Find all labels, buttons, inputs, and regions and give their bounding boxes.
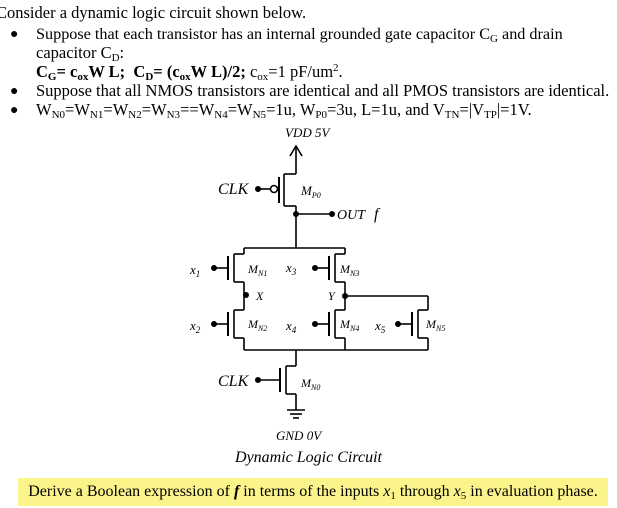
- bullet-1-line-2: capacitor CD:: [36, 43, 125, 64]
- figure-caption: Dynamic Logic Circuit: [235, 449, 382, 466]
- ground-icon: [287, 409, 305, 419]
- transistor-mn1: [211, 248, 245, 283]
- transistor-mn5: [395, 296, 429, 350]
- bullet-marker: ●: [10, 103, 19, 118]
- out-label: OUT: [337, 208, 366, 223]
- node-y-label: Y: [328, 289, 336, 303]
- out-terminal: [329, 211, 335, 217]
- intro-text: Consider a dynamic logic circuit shown b…: [0, 3, 307, 22]
- vdd-arrow-icon: [289, 144, 303, 174]
- transistor-mn2: [211, 309, 244, 339]
- vdd-label: VDD 5V: [285, 125, 331, 140]
- out-node: [293, 211, 299, 217]
- dynamic-logic-circuit: VDD 5V CLK MP0 OUT f x1 MN1: [189, 125, 445, 443]
- bullet-1-line-1: Suppose that each transistor has an inte…: [36, 25, 563, 45]
- transistor-mp0: [255, 173, 296, 207]
- mn2-label: MN2: [247, 317, 267, 333]
- gnd-label: GND 0V: [276, 428, 323, 443]
- transistor-mn3: [312, 248, 346, 283]
- transistor-mn0: [255, 365, 297, 410]
- node-x: [243, 292, 249, 298]
- bullet-2-text: Suppose that all NMOS transistors are id…: [36, 81, 610, 100]
- clk-top-label: CLK: [218, 181, 250, 198]
- input-x5-label: x5: [374, 318, 386, 335]
- bullet-marker: ●: [10, 84, 19, 99]
- input-x3-label: x3: [285, 260, 297, 277]
- mn4-label: MN4: [339, 317, 359, 333]
- mn0-label: MN0: [300, 376, 320, 392]
- node-x-label: X: [255, 289, 264, 303]
- mn3-label: MN3: [339, 262, 359, 278]
- clk-bottom-label: CLK: [218, 373, 250, 390]
- bullet-marker: ●: [10, 27, 19, 42]
- mp0-label: MP0: [300, 183, 321, 200]
- input-x1-label: x1: [189, 262, 200, 279]
- bullet-3-widths: WN0=WN1=WN2=WN3==WN4=WN5=1u, WP0=3u, L=1…: [36, 100, 532, 121]
- question-box: Derive a Boolean expression of f in term…: [18, 478, 608, 506]
- mn1-label: MN1: [247, 262, 267, 278]
- input-x4-label: x4: [285, 318, 297, 335]
- f-label: f: [374, 206, 381, 223]
- input-x2-label: x2: [189, 318, 201, 335]
- mn5-label: MN5: [425, 317, 445, 333]
- capacitor-formula: CG= coxW L; CD= (coxW L)/2; cox=1 pF/um2…: [36, 62, 343, 83]
- transistor-mn4: [312, 309, 345, 339]
